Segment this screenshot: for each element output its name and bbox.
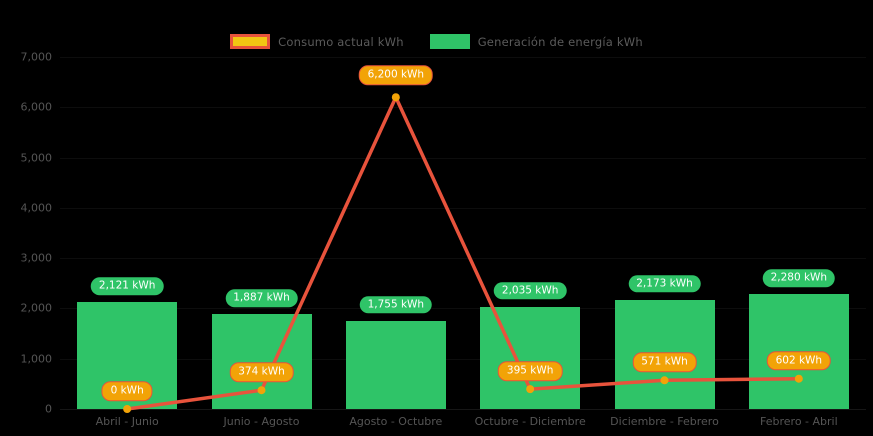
y-tick-label: 5,000 bbox=[20, 151, 53, 165]
gridline bbox=[60, 308, 866, 310]
legend-swatch-generacion-icon bbox=[429, 34, 470, 49]
line-path bbox=[125, 95, 801, 411]
line-marker[interactable] bbox=[391, 93, 400, 102]
gridline bbox=[60, 258, 866, 260]
line-marker[interactable] bbox=[257, 386, 266, 395]
x-tick-label: Junio - Agosto bbox=[223, 415, 300, 428]
bar-data-label: 2,173 kWh bbox=[628, 274, 701, 293]
line-series-consumo bbox=[123, 93, 803, 413]
chart-legend: Consumo actual kWh Generación de energía… bbox=[0, 34, 873, 49]
y-tick-label: 0 bbox=[45, 402, 52, 416]
line-data-label: 6,200 kWh bbox=[358, 65, 434, 85]
bar-data-label: 2,121 kWh bbox=[90, 277, 164, 296]
y-tick-label: 6,000 bbox=[20, 100, 53, 114]
y-tick-label: 3,000 bbox=[20, 251, 53, 265]
line-marker[interactable] bbox=[526, 385, 535, 394]
y-tick-label: 4,000 bbox=[20, 201, 53, 215]
line-data-label: 374 kWh bbox=[229, 362, 294, 382]
bar-data-label: 1,755 kWh bbox=[359, 295, 433, 314]
x-tick-label: Agosto - Octubre bbox=[349, 415, 443, 428]
x-tick-label: Diciembre - Febrero bbox=[610, 415, 719, 428]
legend-label-generacion: Generación de energía kWh bbox=[477, 34, 643, 49]
legend-item-generacion[interactable]: Generación de energía kWh bbox=[429, 34, 643, 49]
bar-data-label: 2,280 kWh bbox=[762, 269, 836, 288]
bar[interactable] bbox=[345, 320, 446, 409]
legend-swatch-consumo-icon bbox=[230, 34, 271, 49]
line-marker[interactable] bbox=[123, 405, 132, 413]
gridline bbox=[60, 57, 866, 58]
x-axis: Abril - Junio Junio - Agosto Agosto - Octu… bbox=[60, 415, 866, 435]
line-data-label: 602 kWh bbox=[766, 350, 832, 371]
x-tick-label: Febrero - Abril bbox=[760, 415, 838, 428]
axis-baseline bbox=[60, 409, 866, 410]
y-axis: 0 1,000 2,000 3,000 4,000 5,000 6,000 7,000 bbox=[0, 51, 53, 416]
legend-label-consumo: Consumo actual kWh bbox=[278, 34, 404, 49]
y-tick-label: 2,000 bbox=[20, 301, 53, 315]
x-tick-label: Abril - Junio bbox=[95, 415, 159, 428]
line-marker[interactable] bbox=[660, 376, 669, 385]
plot-area: 2,121 kWh 1,887 kWh 1,755 kWh 2,035 kWh 2,17… bbox=[60, 57, 866, 413]
gridline bbox=[60, 107, 866, 109]
legend-item-consumo[interactable]: Consumo actual kWh bbox=[230, 34, 404, 49]
line-data-label: 0 kWh bbox=[101, 381, 153, 401]
line-data-label: 395 kWh bbox=[497, 361, 563, 381]
gridline bbox=[60, 207, 866, 209]
gridline bbox=[60, 358, 866, 360]
bar-data-label: 2,035 kWh bbox=[493, 281, 567, 300]
bar-data-label: 1,887 kWh bbox=[225, 289, 298, 307]
x-tick-label: Octubre - Diciembre bbox=[474, 415, 586, 428]
y-tick-label: 7,000 bbox=[20, 50, 53, 64]
line-marker[interactable] bbox=[794, 374, 803, 383]
line-data-label: 571 kWh bbox=[632, 352, 697, 373]
y-tick-label: 1,000 bbox=[20, 352, 53, 366]
gridline bbox=[60, 157, 866, 159]
